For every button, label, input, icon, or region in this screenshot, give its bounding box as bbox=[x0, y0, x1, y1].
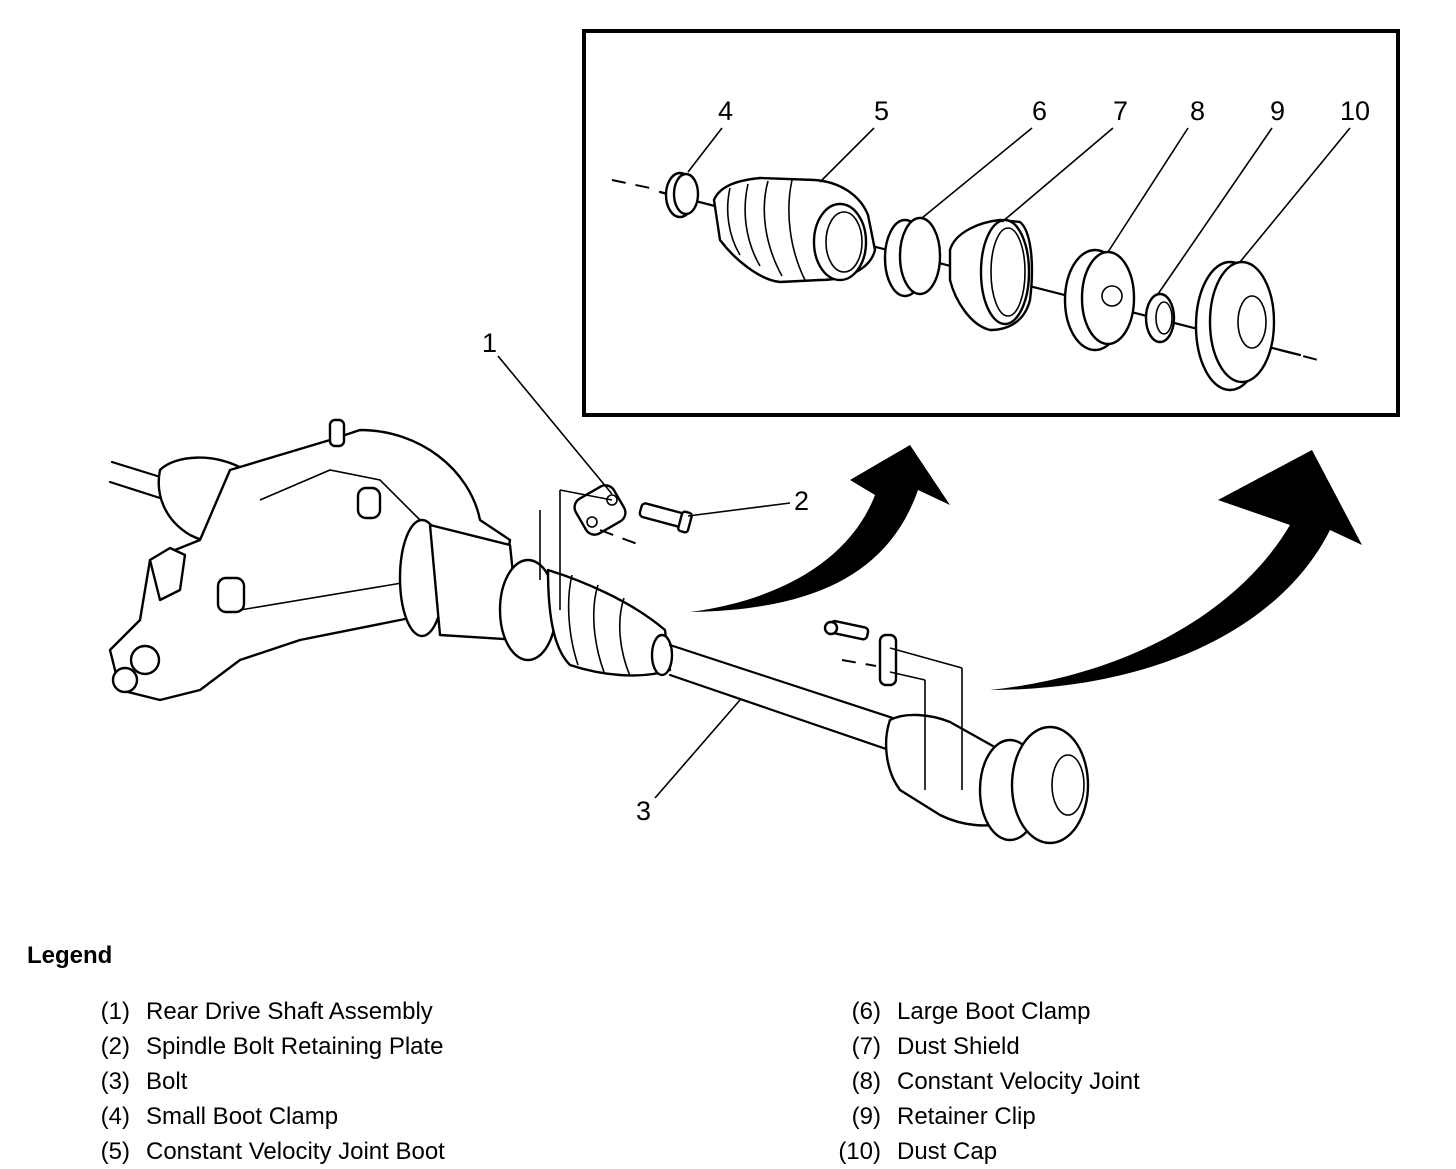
callout-3: 3 bbox=[636, 796, 651, 826]
legend-text: Rear Drive Shaft Assembly bbox=[146, 998, 433, 1025]
callout-7: 7 bbox=[1113, 96, 1128, 126]
legend-item: (9) Retainer Clip bbox=[823, 1099, 1140, 1134]
constant-velocity-joint bbox=[1063, 248, 1136, 352]
inset-leader-lines bbox=[687, 127, 1351, 295]
outer-cv-joint bbox=[884, 713, 1090, 845]
legend-text: Constant Velocity Joint bbox=[897, 1068, 1140, 1095]
legend-number: (8) bbox=[851, 1068, 881, 1095]
legend-column-left: (1) Rear Drive Shaft Assembly (2) Spindle … bbox=[88, 994, 445, 1169]
legend-item: (1) Rear Drive Shaft Assembly bbox=[88, 994, 445, 1029]
drive-shaft bbox=[668, 643, 907, 754]
legend-number: (7) bbox=[851, 1033, 881, 1060]
legend-item: (8) Constant Velocity Joint bbox=[823, 1064, 1140, 1099]
legend-text: Dust Shield bbox=[897, 1033, 1020, 1060]
legend-number: (10) bbox=[838, 1138, 881, 1165]
legend-number: (4) bbox=[100, 1103, 130, 1130]
small-boot-clamp bbox=[664, 171, 700, 219]
callout-1: 1 bbox=[482, 328, 497, 358]
curved-arrow-right-icon bbox=[990, 450, 1362, 690]
dust-cap bbox=[1194, 260, 1276, 392]
legend-number: (6) bbox=[851, 998, 881, 1025]
differential-housing bbox=[108, 418, 512, 702]
legend-item: (2) Spindle Bolt Retaining Plate bbox=[88, 1029, 445, 1064]
large-boot-clamp bbox=[883, 216, 942, 298]
legend-item: (6) Large Boot Clamp bbox=[823, 994, 1140, 1029]
callout-10: 10 bbox=[1340, 96, 1370, 126]
legend-text: Spindle Bolt Retaining Plate bbox=[146, 1033, 444, 1060]
callout-5: 5 bbox=[874, 96, 889, 126]
legend-item: (10) Dust Cap bbox=[823, 1134, 1140, 1169]
legend-text: Dust Cap bbox=[897, 1138, 998, 1165]
legend-title: Legend bbox=[27, 942, 113, 969]
legend-item: (5) Constant Velocity Joint Boot bbox=[88, 1134, 445, 1169]
legend-item: (4) Small Boot Clamp bbox=[88, 1099, 445, 1134]
legend-number: (5) bbox=[100, 1138, 130, 1165]
legend-text: Retainer Clip bbox=[897, 1103, 1036, 1130]
callout-4: 4 bbox=[718, 96, 733, 126]
spindle-bolt-retaining-plate-lower bbox=[841, 633, 963, 790]
legend-column-right: (6) Large Boot Clamp (7) Dust Shield (8) Co… bbox=[823, 994, 1140, 1169]
callout-9: 9 bbox=[1270, 96, 1285, 126]
legend-item: (3) Bolt bbox=[88, 1064, 445, 1099]
legend-item: (7) Dust Shield bbox=[823, 1029, 1140, 1064]
legend-number: (9) bbox=[851, 1103, 881, 1130]
callout-8: 8 bbox=[1190, 96, 1205, 126]
bolt-lower bbox=[823, 619, 870, 641]
legend-text: Bolt bbox=[146, 1068, 188, 1095]
retainer-clip bbox=[1144, 292, 1176, 344]
callout-2: 2 bbox=[794, 486, 809, 516]
callout-6: 6 bbox=[1032, 96, 1047, 126]
legend-number: (3) bbox=[100, 1068, 130, 1095]
legend-number: (2) bbox=[100, 1033, 130, 1060]
legend-text: Constant Velocity Joint Boot bbox=[146, 1138, 445, 1165]
curved-arrow-left-icon bbox=[690, 445, 950, 612]
exploded-view-diagram: 4 5 6 7 8 9 10 bbox=[108, 29, 1400, 845]
cv-joint-boot bbox=[712, 176, 877, 284]
legend-number: (1) bbox=[100, 998, 130, 1025]
legend-text: Small Boot Clamp bbox=[146, 1103, 339, 1130]
inner-cv-joint bbox=[398, 518, 674, 677]
spindle-bolt-retaining-plate-upper bbox=[539, 484, 641, 610]
legend-text: Large Boot Clamp bbox=[897, 998, 1091, 1025]
main-leader-lines bbox=[497, 355, 791, 799]
bolt-upper bbox=[638, 502, 693, 534]
